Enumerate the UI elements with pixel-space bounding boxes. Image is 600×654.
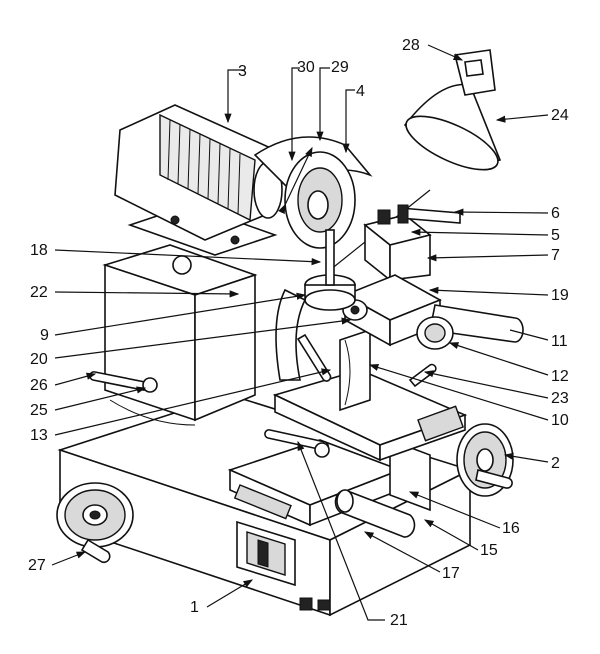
callout-26: 26 — [30, 377, 48, 394]
callout-3: 3 — [238, 63, 247, 80]
right-handwheel — [456, 423, 514, 497]
callout-9: 9 — [40, 327, 49, 344]
callout-28: 28 — [402, 37, 420, 54]
callout-30: 30 — [297, 59, 315, 76]
callout-27: 27 — [28, 557, 46, 574]
callout-20: 20 — [30, 351, 48, 368]
tool-post — [275, 229, 356, 381]
wheel-guard — [253, 136, 373, 249]
callout-7: 7 — [551, 247, 560, 264]
callout-16: 16 — [502, 520, 520, 537]
callout-11: 11 — [551, 333, 568, 350]
motor — [114, 104, 283, 256]
left-handwheel — [56, 482, 134, 564]
callout-22: 22 — [30, 284, 48, 301]
callout-12: 12 — [551, 368, 569, 385]
callout-13: 13 — [30, 427, 48, 444]
callout-23: 23 — [551, 390, 569, 407]
callout-17: 17 — [442, 565, 460, 582]
cross-slide — [272, 369, 468, 462]
front-handle — [334, 489, 416, 538]
callout-4: 4 — [356, 83, 365, 100]
callout-10: 10 — [551, 412, 569, 429]
callout-5: 5 — [551, 227, 560, 244]
tool-head — [342, 204, 524, 350]
column — [339, 328, 371, 412]
callout-25: 25 — [30, 402, 48, 419]
callout-24: 24 — [551, 107, 569, 124]
callout-29: 29 — [331, 59, 349, 76]
power-switch — [236, 520, 296, 587]
callout-6: 6 — [551, 205, 560, 222]
callout-21: 21 — [390, 612, 408, 629]
lower-slide — [227, 438, 431, 527]
callout-labels: 1 2 3 4 5 6 7 9 10 11 12 13 15 16 17 18 … — [28, 37, 569, 629]
callout-18: 18 — [30, 242, 48, 259]
callout-2: 2 — [551, 455, 560, 472]
lamp — [329, 49, 502, 271]
callout-1: 1 — [190, 599, 199, 616]
leader-lines — [51, 44, 549, 621]
callout-15: 15 — [480, 542, 498, 559]
callout-19: 19 — [551, 287, 569, 304]
